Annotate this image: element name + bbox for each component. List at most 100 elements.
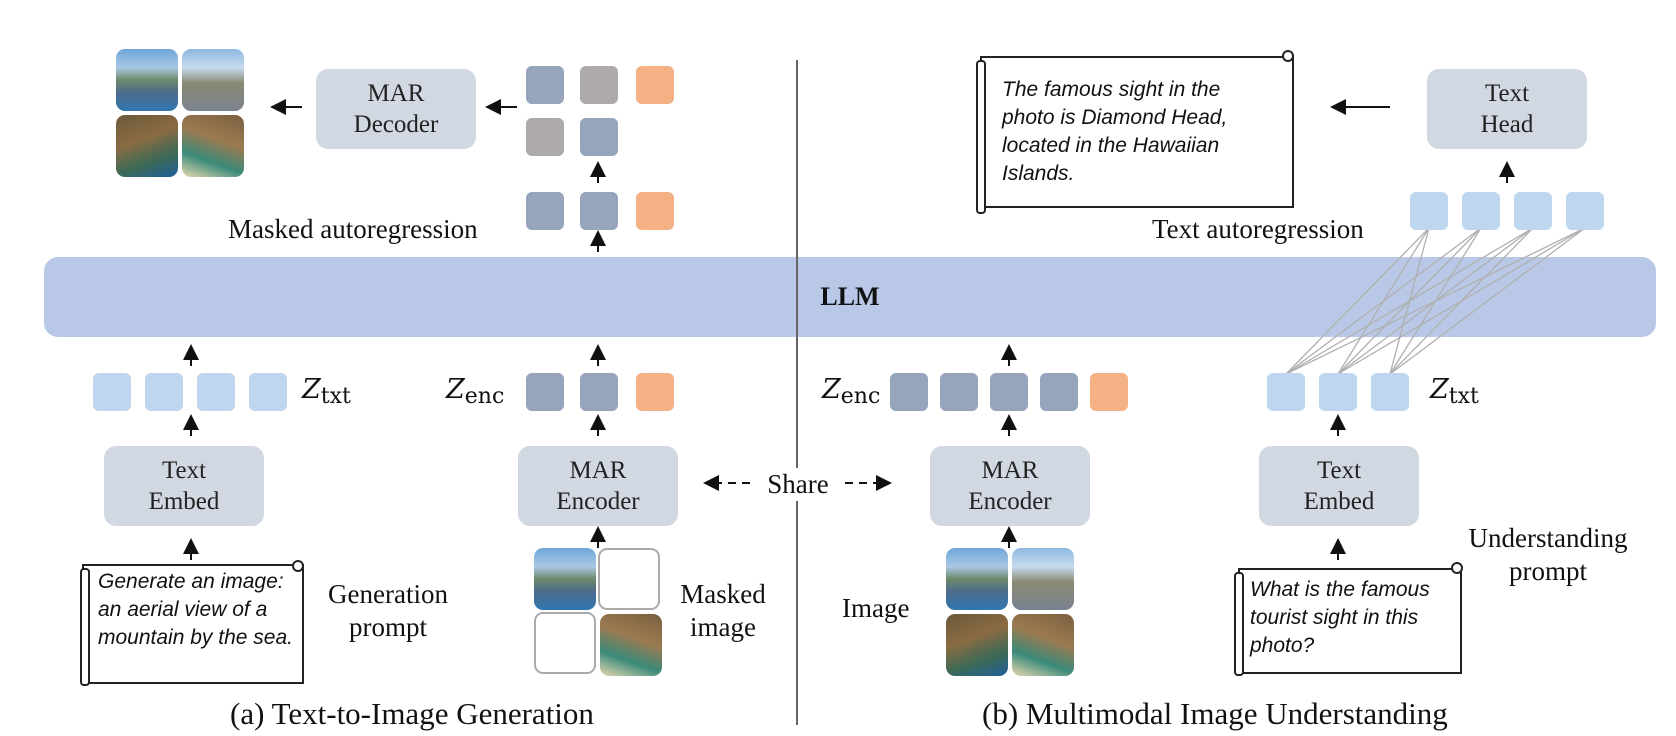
z-subscript: enc bbox=[464, 384, 505, 409]
output-image bbox=[116, 49, 244, 177]
token-blue bbox=[1319, 373, 1357, 411]
section-divider bbox=[796, 60, 798, 725]
generation-prompt-line1: Generation bbox=[328, 579, 448, 609]
token-blue bbox=[197, 373, 235, 411]
z-enc-label: Zenc bbox=[446, 374, 504, 409]
aerial-mountain-photo-icon bbox=[182, 49, 244, 111]
token-slate bbox=[580, 118, 618, 156]
llm-label: LLM bbox=[820, 282, 880, 311]
aerial-mountain-photo-icon bbox=[946, 548, 1008, 610]
aerial-mountain-photo-icon bbox=[182, 115, 244, 177]
paper-scroll-icon bbox=[82, 564, 304, 684]
token-slate bbox=[526, 373, 564, 411]
text-embed-line2: Embed bbox=[1303, 488, 1375, 515]
aerial-mountain-photo-icon bbox=[534, 548, 596, 610]
input-image bbox=[946, 548, 1076, 676]
text-head-line2: Head bbox=[1480, 111, 1534, 138]
z-symbol: Z bbox=[1430, 374, 1449, 405]
understanding-prompt-label: Understanding prompt bbox=[1458, 522, 1638, 588]
token-slate bbox=[990, 373, 1028, 411]
token-blue bbox=[1462, 192, 1500, 230]
answer-text: The famous sight in the photo is Diamond… bbox=[1002, 78, 1228, 185]
masked-image-label: Masked image bbox=[668, 578, 778, 644]
generation-prompt-text: Generate an image: an aerial view of a m… bbox=[98, 570, 293, 649]
token-orange bbox=[1090, 373, 1128, 411]
z-subscript: txt bbox=[1448, 384, 1479, 409]
image-label: Image bbox=[842, 593, 910, 623]
text-embed-box: Text Embed bbox=[104, 446, 264, 526]
aerial-mountain-photo-icon bbox=[946, 614, 1008, 676]
token-gray bbox=[580, 66, 618, 104]
scroll-roll bbox=[80, 568, 90, 686]
mar-encoder-line2: Encoder bbox=[556, 488, 640, 515]
token-blue bbox=[1566, 192, 1604, 230]
aerial-mountain-photo-icon bbox=[116, 115, 178, 177]
generation-prompt-label: Generation prompt bbox=[318, 578, 458, 644]
token-slate bbox=[1040, 373, 1078, 411]
scroll-roll bbox=[292, 560, 304, 572]
token-blue bbox=[1267, 373, 1305, 411]
mar-encoder-line2: Encoder bbox=[968, 488, 1052, 515]
mar-decoder-box: MAR Decoder bbox=[316, 69, 476, 149]
z-txt-label: Ztxt bbox=[1430, 374, 1479, 409]
token-slate bbox=[526, 192, 564, 230]
mar-encoder-box: MAR Encoder bbox=[930, 446, 1090, 526]
attention-lines bbox=[1285, 227, 1586, 375]
scroll-roll bbox=[1234, 572, 1244, 676]
token-slate bbox=[526, 66, 564, 104]
mar-decoder-line1: MAR bbox=[367, 80, 425, 107]
scroll-roll bbox=[1282, 50, 1294, 62]
token-orange bbox=[636, 66, 674, 104]
text-embed-line2: Embed bbox=[148, 488, 220, 515]
mar-encoder-line1: MAR bbox=[569, 457, 627, 484]
text-embed-box: Text Embed bbox=[1259, 446, 1419, 526]
scroll-roll bbox=[976, 60, 986, 214]
mar-encoder-line1: MAR bbox=[981, 457, 1039, 484]
masked-image-line1: Masked bbox=[680, 579, 766, 609]
token-blue bbox=[1371, 373, 1409, 411]
token-blue bbox=[93, 373, 131, 411]
paper-scroll-icon bbox=[980, 56, 1294, 208]
masked-image bbox=[534, 548, 664, 676]
token-gray bbox=[526, 118, 564, 156]
share-label: Share bbox=[752, 468, 844, 501]
text-head-line1: Text bbox=[1484, 80, 1530, 107]
aerial-mountain-photo-icon bbox=[600, 614, 662, 676]
token-blue bbox=[1410, 192, 1448, 230]
masked-image-line2: image bbox=[690, 612, 756, 642]
scroll-roll bbox=[1451, 562, 1463, 574]
masked-patch bbox=[598, 548, 660, 610]
aerial-mountain-photo-icon bbox=[1012, 548, 1074, 610]
z-symbol: Z bbox=[446, 374, 465, 405]
z-symbol: Z bbox=[822, 374, 841, 405]
mar-encoder-box: MAR Encoder bbox=[518, 446, 678, 526]
token-blue bbox=[1514, 192, 1552, 230]
text-autoregression-label: Text autoregression bbox=[1152, 214, 1364, 244]
token-slate bbox=[580, 192, 618, 230]
token-slate bbox=[940, 373, 978, 411]
z-txt-label: Ztxt bbox=[302, 374, 351, 409]
mar-decoder-line2: Decoder bbox=[353, 111, 439, 138]
right-caption: (b) Multimodal Image Understanding bbox=[982, 696, 1448, 731]
token-slate bbox=[580, 373, 618, 411]
question-text: What is the famous tourist sight in this… bbox=[1250, 578, 1430, 657]
aerial-mountain-photo-icon bbox=[1012, 614, 1074, 676]
z-enc-label: Zenc bbox=[822, 374, 880, 409]
paper-scroll-icon bbox=[1238, 568, 1462, 674]
text-head-box: Text Head bbox=[1427, 69, 1587, 149]
text-embed-line1: Text bbox=[1316, 457, 1362, 484]
z-symbol: Z bbox=[302, 374, 321, 405]
understanding-prompt-line2: prompt bbox=[1509, 556, 1587, 586]
token-orange bbox=[636, 192, 674, 230]
masked-patch bbox=[534, 612, 596, 674]
text-embed-line1: Text bbox=[161, 457, 207, 484]
aerial-mountain-photo-icon bbox=[116, 49, 178, 111]
token-slate bbox=[890, 373, 928, 411]
understanding-prompt-line1: Understanding bbox=[1468, 523, 1628, 553]
token-blue bbox=[145, 373, 183, 411]
z-subscript: enc bbox=[840, 384, 881, 409]
z-subscript: txt bbox=[320, 384, 351, 409]
left-caption: (a) Text-to-Image Generation bbox=[230, 696, 594, 731]
token-blue bbox=[249, 373, 287, 411]
